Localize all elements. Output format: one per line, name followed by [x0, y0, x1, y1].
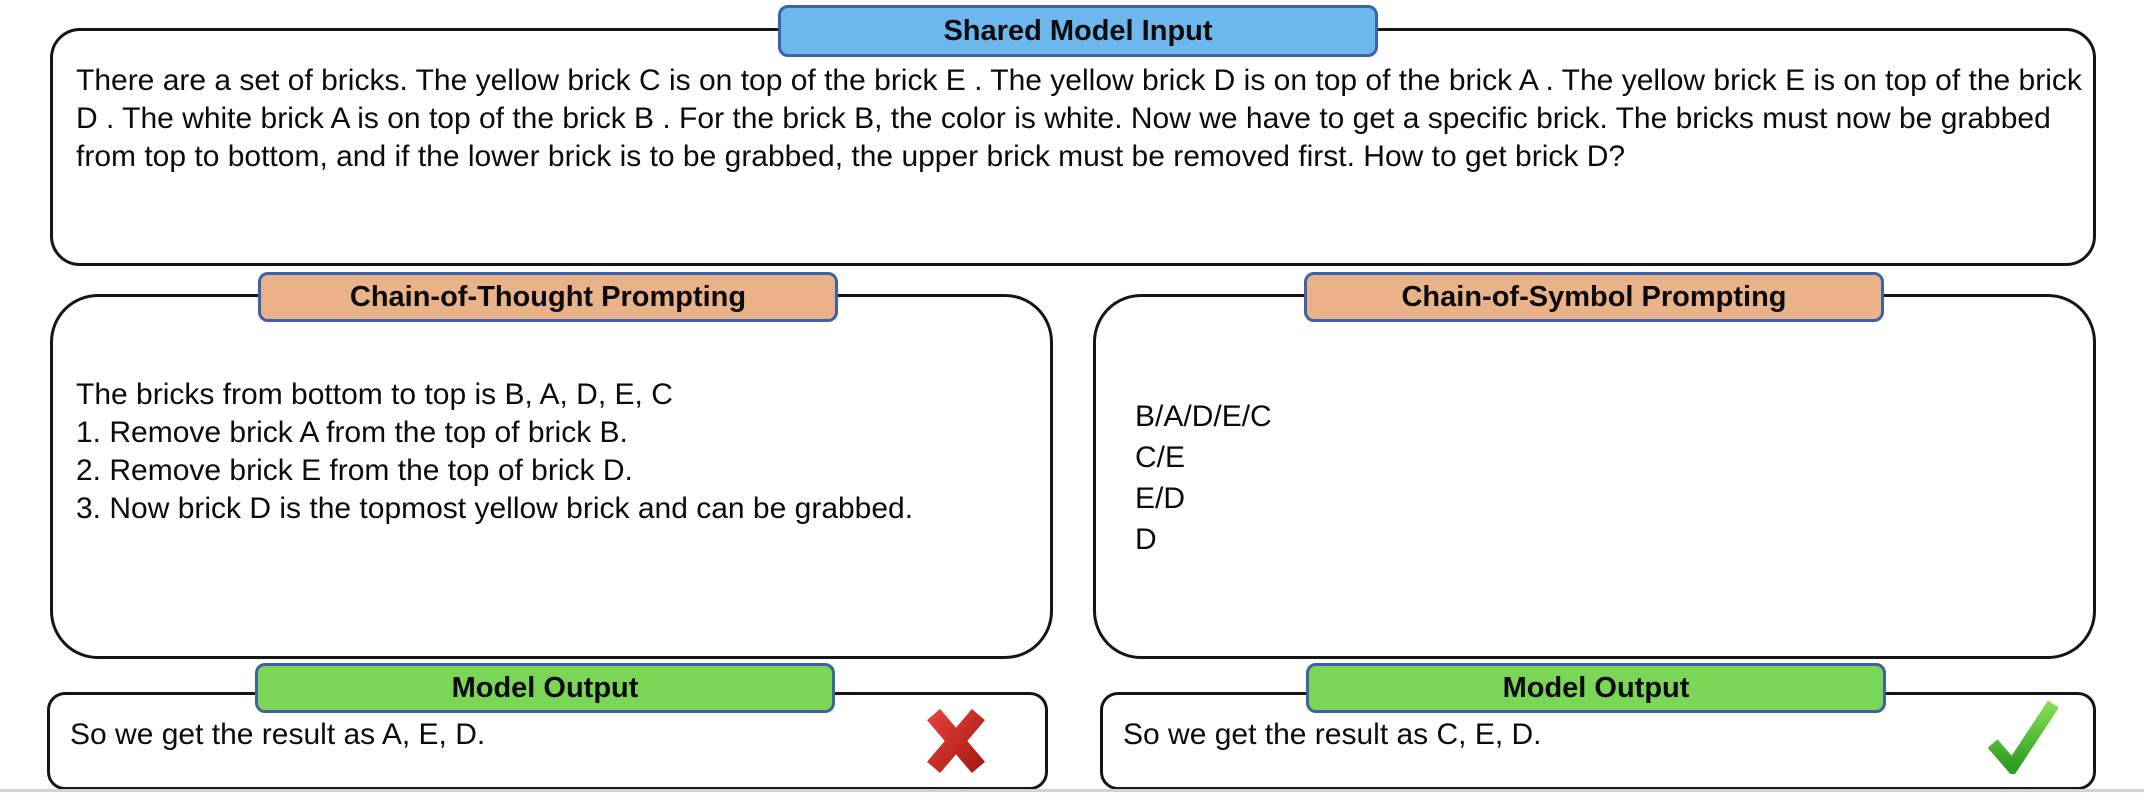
cos-line: B/A/D/E/C [1135, 400, 1272, 433]
cot-line: 2. Remove brick E from the top of brick … [76, 454, 633, 487]
cot-text: The bricks from bottom to top is B, A, D… [76, 376, 926, 528]
cot-output-badge-label: Model Output [451, 672, 639, 704]
cos-output-badge-label: Model Output [1502, 672, 1690, 704]
check-icon [1987, 700, 2059, 774]
cos-output-text: So we get the result as C, E, D. [1123, 718, 1542, 751]
shared-input-badge-label: Shared Model Input [943, 15, 1213, 47]
shared-input-badge: Shared Model Input [778, 5, 1378, 57]
cos-badge-label: Chain-of-Symbol Prompting [1401, 281, 1787, 313]
cot-box [50, 294, 1053, 659]
cos-output-badge: Model Output [1306, 663, 1886, 713]
cot-line: 3. Now brick D is the topmost yellow bri… [76, 492, 914, 525]
cross-icon [927, 709, 985, 773]
cot-line: 1. Remove brick A from the top of brick … [76, 416, 628, 449]
cos-badge: Chain-of-Symbol Prompting [1304, 272, 1884, 322]
cot-line: The bricks from bottom to top is B, A, D… [76, 378, 673, 411]
cos-line: D [1135, 523, 1157, 556]
cot-badge-label: Chain-of-Thought Prompting [349, 281, 747, 313]
cos-line: C/E [1135, 441, 1186, 474]
cot-output-text: So we get the result as A, E, D. [70, 718, 486, 751]
cot-output-badge: Model Output [255, 663, 835, 713]
shared-input-text: There are a set of bricks. The yellow br… [76, 64, 2082, 173]
bottom-divider [0, 789, 2144, 792]
cos-text: B/A/D/E/C C/E E/D D [1135, 396, 1735, 560]
cot-badge: Chain-of-Thought Prompting [258, 272, 838, 322]
cos-line: E/D [1135, 482, 1186, 515]
cos-box [1093, 294, 2096, 659]
